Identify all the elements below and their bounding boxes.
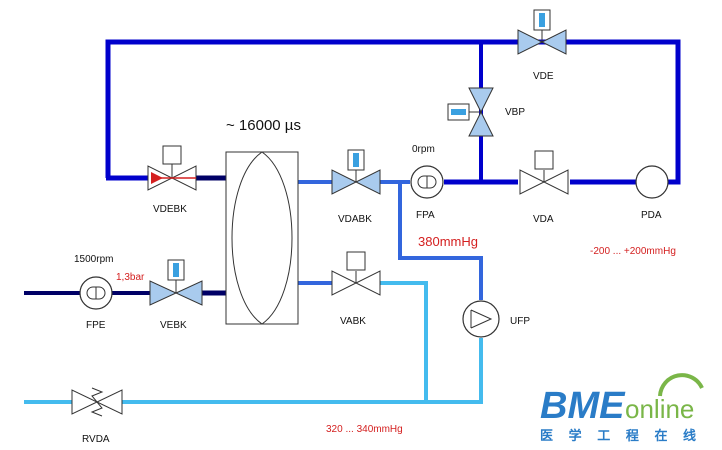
label-fpa-speed: 0rpm [412, 144, 435, 155]
label-rvda: RVDA [82, 434, 110, 445]
dialysate-loop-pipe [105, 39, 681, 185]
spring-icon [91, 387, 104, 403]
logo-bme-text: BME [540, 385, 626, 427]
label-fpa: FPA [416, 210, 435, 221]
label-fpe-pressure: 1,3bar [116, 272, 145, 283]
time-label: ~ 16000 µs [226, 117, 301, 134]
valve-icon [468, 87, 494, 114]
pump-icon [462, 300, 500, 338]
label-vabk: VABK [340, 316, 366, 327]
valve-vabk[interactable] [331, 251, 381, 296]
labels: ~ 16000 µs VDE VBP 0rpm FPA VDA PDA VDEB… [74, 71, 676, 445]
pump-icon [635, 165, 669, 199]
pump-fpa[interactable] [410, 165, 444, 199]
logo-cn-text: 医 学 工 程 在 线 [540, 428, 702, 443]
label-fpe: FPE [86, 320, 106, 331]
valve-icon [519, 169, 546, 195]
pump-pda[interactable] [635, 165, 669, 199]
label-vbp: VBP [505, 107, 525, 118]
pipe-ufp-return [122, 338, 483, 404]
valve-vde[interactable] [517, 9, 567, 55]
pipe-to-ufp [398, 182, 483, 300]
actuator-icon [534, 150, 554, 170]
label-vde: VDE [533, 71, 554, 82]
label-vebk: VEBK [160, 320, 187, 331]
valve-vebk[interactable] [149, 259, 203, 306]
label-vdabk: VDABK [338, 214, 372, 225]
valve-rvda[interactable] [71, 387, 123, 417]
label-ufp: UFP [510, 316, 530, 327]
pump-fpe[interactable] [79, 276, 113, 310]
valve-icon [331, 169, 358, 195]
actuator-icon [346, 251, 366, 271]
valve-vda[interactable] [519, 150, 569, 195]
pump-ufp[interactable] [462, 300, 500, 338]
valve-vdabk[interactable] [331, 149, 381, 195]
valve-vbp[interactable] [447, 87, 494, 137]
valve-icon [149, 280, 178, 306]
bme-online-logo: BME online 医 学 工 程 在 线 [540, 373, 704, 443]
label-vdebk: VDEBK [153, 204, 187, 215]
label-vda: VDA [533, 214, 554, 225]
pipe-vabk-return [378, 281, 428, 402]
valve-icon [517, 29, 544, 55]
valve-vdebk[interactable] [147, 145, 197, 191]
label-pressure-380: 380mmHg [418, 234, 478, 249]
dialyzer-icon [225, 151, 299, 325]
valve-icon [331, 270, 358, 296]
valve-icon [71, 389, 99, 415]
label-pda: PDA [641, 210, 662, 221]
label-range-pda: -200 ... +200mmHg [590, 246, 676, 257]
label-range-rvda: 320 ... 340mmHg [326, 424, 403, 435]
label-fpe-speed: 1500rpm [74, 254, 113, 265]
logo-online-text: online [625, 394, 694, 424]
logo-arc-icon [658, 373, 704, 397]
actuator-icon [162, 145, 182, 165]
pipes [24, 39, 681, 404]
